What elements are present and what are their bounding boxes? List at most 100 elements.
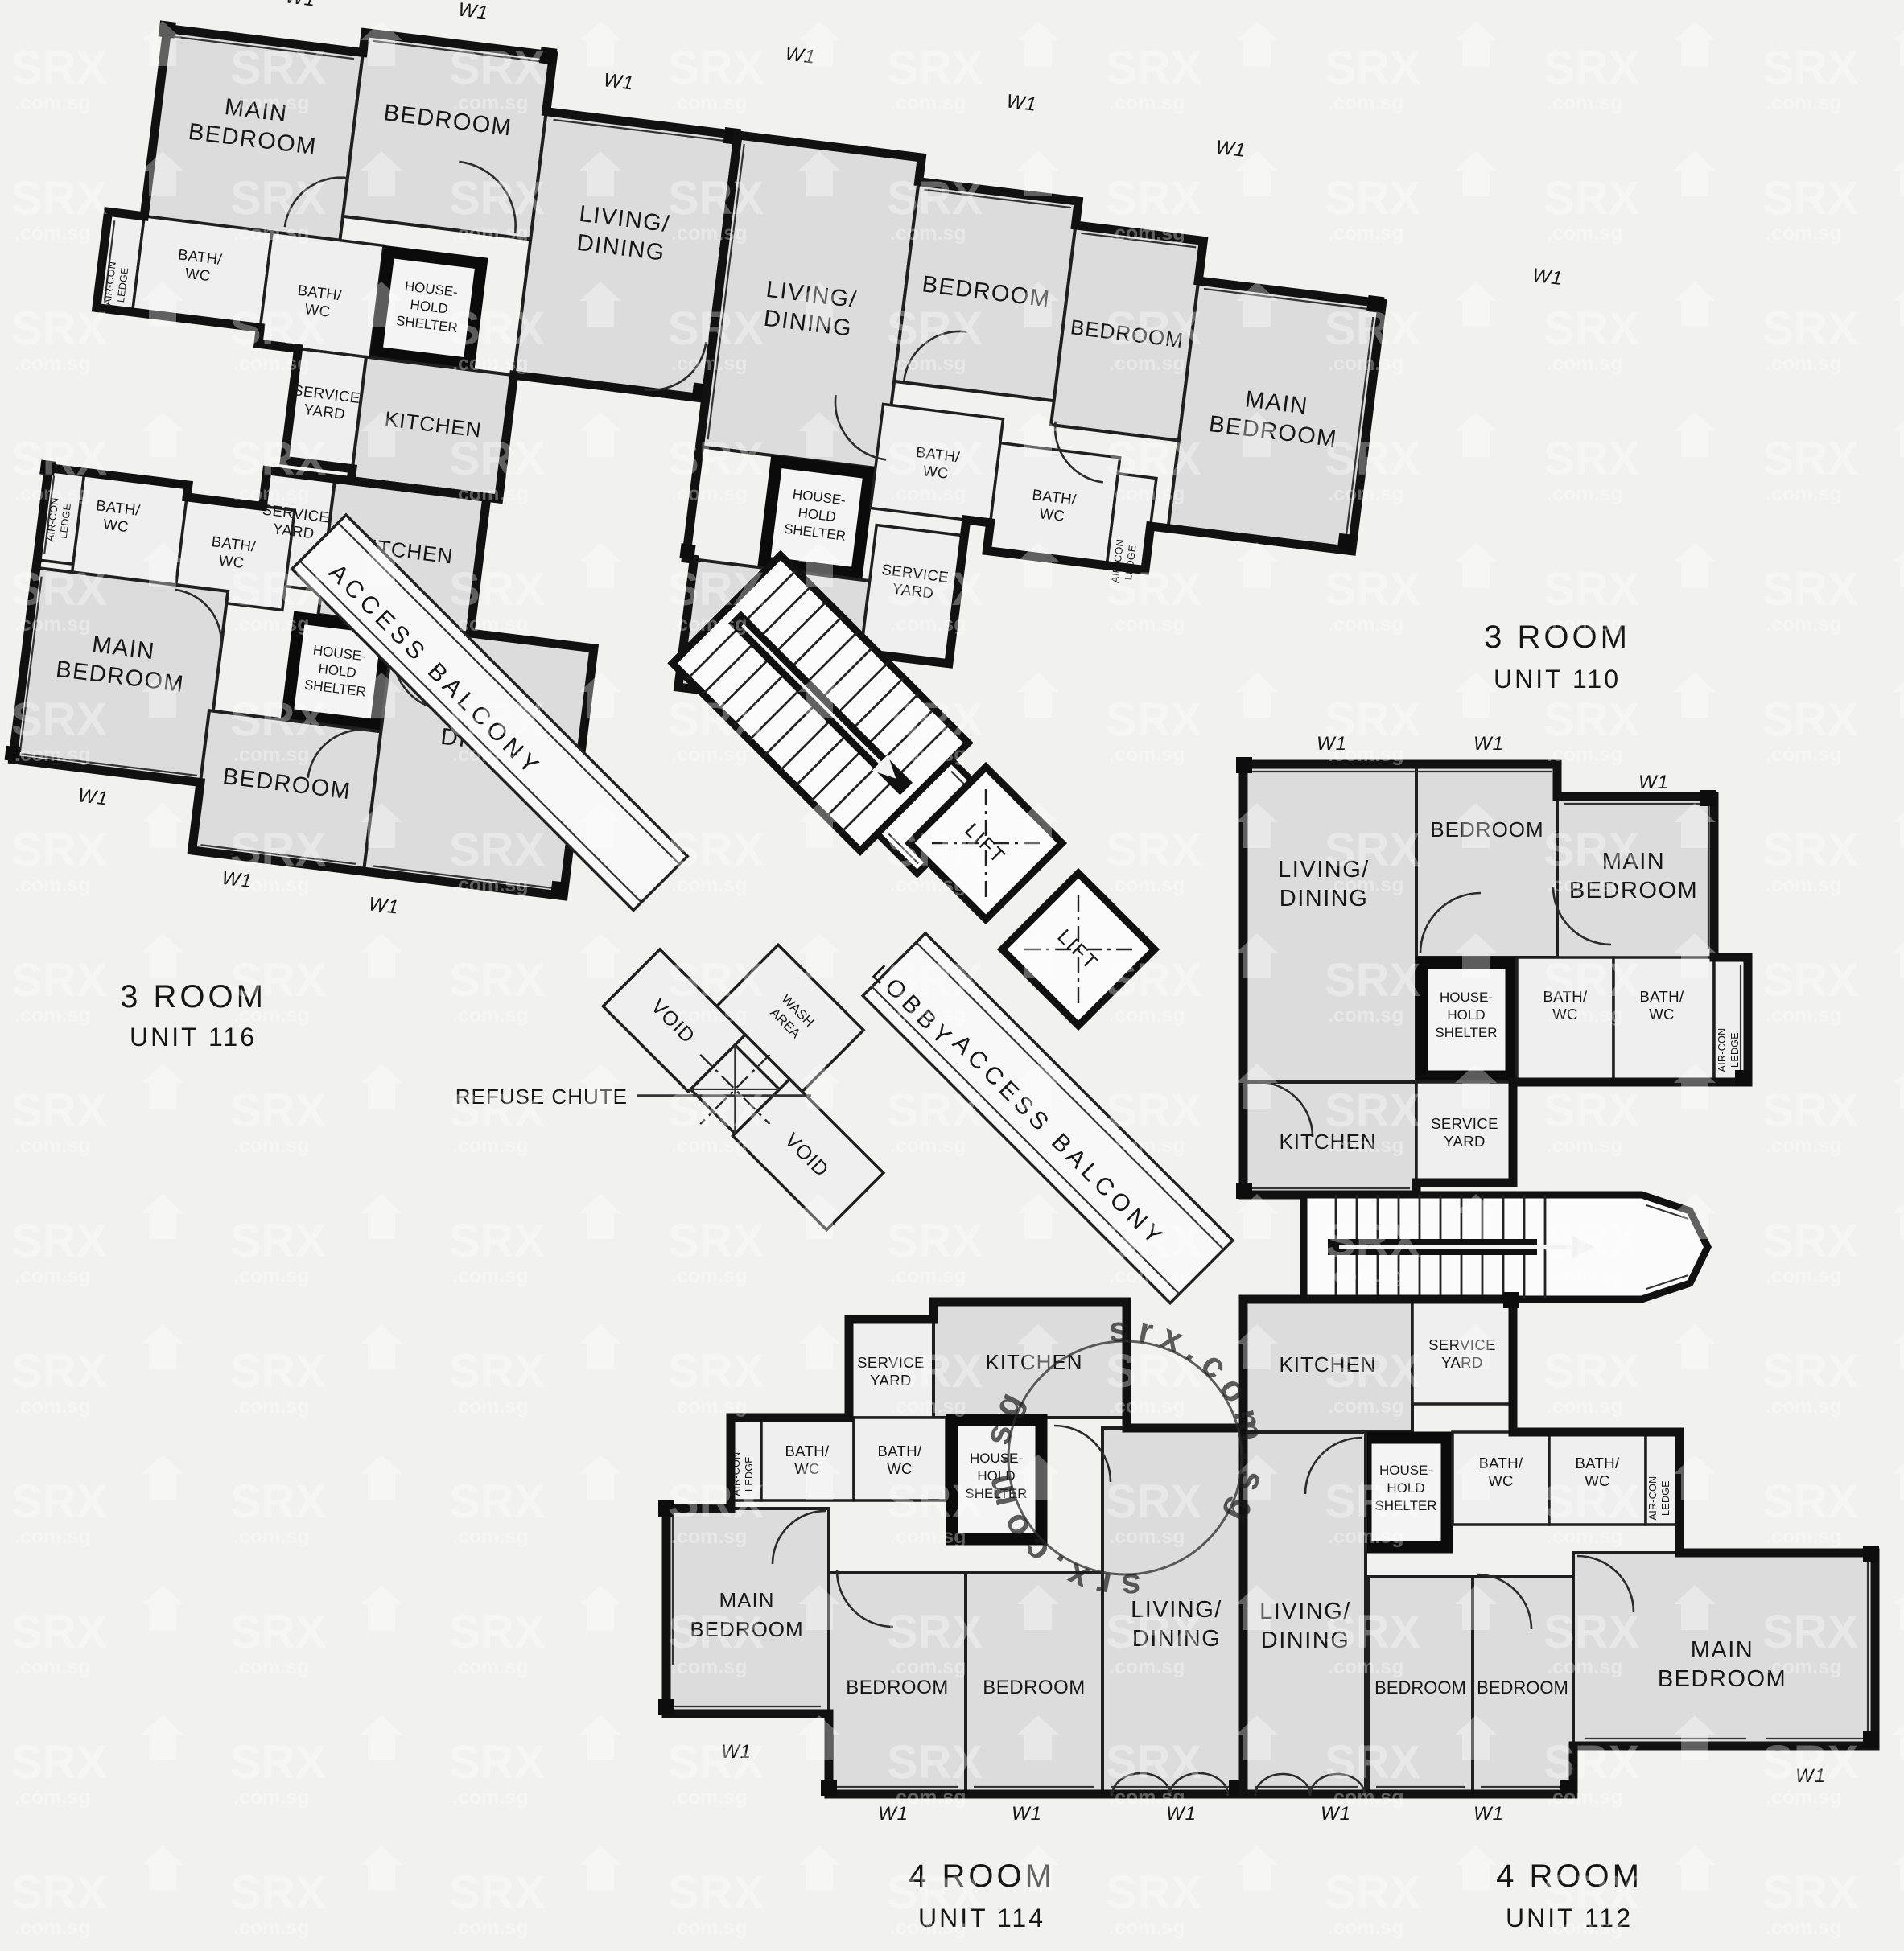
label-w1: W1 xyxy=(1214,137,1247,162)
label-wc: WC xyxy=(102,516,130,536)
label-aircon: AIR-CON xyxy=(731,1452,742,1496)
stamp-circle xyxy=(1007,1340,1243,1576)
wall-pier xyxy=(1236,757,1252,773)
wall-pier xyxy=(4,745,21,762)
label-kitchen: KITCHEN xyxy=(1279,1130,1376,1154)
label-wc: WC xyxy=(184,265,212,285)
label-household: SHELTER xyxy=(1374,1498,1436,1513)
label-dining: DINING xyxy=(1280,886,1369,912)
label-w1: W1 xyxy=(1795,1765,1826,1787)
label-bath: BATH/ xyxy=(877,1443,922,1459)
wall-pier xyxy=(550,880,569,899)
label-household: SHELTER xyxy=(1435,1025,1497,1040)
label-yard: YARD xyxy=(870,1372,912,1389)
label-bedroom: BEDROOM xyxy=(1430,817,1543,842)
label-main-bedroom: BEDROOM xyxy=(1569,878,1698,903)
label-w1: W1 xyxy=(367,893,400,918)
label-kitchen: KITCHEN xyxy=(1279,1352,1376,1377)
label-w1: W1 xyxy=(1473,733,1504,755)
label-wc: WC xyxy=(1585,1472,1610,1489)
label-unit-110-type: 3 ROOM xyxy=(1484,619,1630,655)
wall-pier xyxy=(1863,1546,1879,1562)
label-w1: W1 xyxy=(602,69,635,94)
label-unit-116-type: 3 ROOM xyxy=(120,979,266,1015)
label-service: SERVICE xyxy=(1431,1115,1498,1132)
label-wc: WC xyxy=(794,1460,820,1477)
room-bedroom xyxy=(340,31,555,241)
label-bath: BATH/ xyxy=(1575,1455,1620,1471)
label-main-bedroom: MAIN xyxy=(1602,849,1666,875)
label-w1: W1 xyxy=(457,0,490,24)
label-wc: WC xyxy=(304,300,332,320)
label-service: SERVICE xyxy=(857,1354,925,1371)
label-wc: WC xyxy=(1488,1472,1514,1489)
label-unit-112-type: 4 ROOM xyxy=(1496,1858,1642,1894)
label-main-bedroom: BEDROOM xyxy=(1658,1666,1787,1692)
label-household: HOLD xyxy=(1387,1480,1424,1496)
label-w1: W1 xyxy=(1473,1803,1504,1825)
label-wc: WC xyxy=(218,551,245,571)
staircase-right xyxy=(1300,1191,1712,1303)
room-bedroom xyxy=(1415,763,1559,959)
wall-pier xyxy=(658,1500,674,1517)
label-unit-114-no: UNIT 114 xyxy=(918,1904,1045,1932)
label-unit-116-no: UNIT 116 xyxy=(130,1023,257,1052)
label-service: SERVICE xyxy=(1428,1336,1496,1353)
label-w1: W1 xyxy=(784,43,817,68)
wall-pier xyxy=(1735,1070,1751,1086)
label-w1: W1 xyxy=(1012,1803,1042,1825)
label-ledge: LEDGE xyxy=(1660,1480,1671,1516)
label-main-bedroom: MAIN xyxy=(719,1588,775,1612)
label-kitchen: KITCHEN xyxy=(985,1350,1082,1374)
label-refuse-chute: REFUSE CHUTE xyxy=(455,1085,628,1109)
label-w1: W1 xyxy=(1321,1803,1351,1825)
wall-pier xyxy=(1863,1731,1879,1747)
wall-pier xyxy=(658,1699,674,1715)
label-aircon: AIR-CON xyxy=(1647,1476,1659,1521)
label-household: HOUSE- xyxy=(1379,1463,1432,1478)
label-bedroom: BEDROOM xyxy=(846,1677,949,1698)
wall-pier xyxy=(1337,533,1356,551)
wall-pier xyxy=(679,543,696,560)
label-bath: BATH/ xyxy=(1478,1455,1523,1471)
wall-pier xyxy=(1560,1780,1576,1796)
label-wc: WC xyxy=(1038,504,1065,525)
wall-pier xyxy=(539,47,558,65)
label-bath: BATH/ xyxy=(1543,988,1588,1005)
label-w1: W1 xyxy=(1638,772,1669,793)
label-ledge: LEDGE xyxy=(744,1456,755,1492)
label-main-bedroom: MAIN xyxy=(1691,1637,1754,1663)
label-main-bedroom: BEDROOM xyxy=(690,1617,803,1641)
label-w1: W1 xyxy=(1531,265,1564,290)
label-w1: W1 xyxy=(76,784,109,809)
label-living: LIVING/ xyxy=(1131,1597,1222,1623)
label-bedroom: BEDROOM xyxy=(1374,1677,1466,1698)
wall-pier xyxy=(821,1780,837,1796)
label-wc: WC xyxy=(922,462,950,482)
label-w1: W1 xyxy=(878,1803,909,1825)
label-yard: YARD xyxy=(1444,1133,1486,1150)
label-w1: W1 xyxy=(1005,90,1038,115)
label-w1: W1 xyxy=(721,1741,752,1763)
label-wc: WC xyxy=(1552,1006,1578,1023)
label-bath: BATH/ xyxy=(1639,988,1684,1005)
wall-pier xyxy=(1503,1292,1519,1308)
label-wc: WC xyxy=(887,1460,913,1477)
label-unit-112-no: UNIT 112 xyxy=(1506,1904,1633,1932)
label-living: LIVING/ xyxy=(1259,1599,1351,1624)
wall-pier xyxy=(1236,1183,1252,1199)
label-living: LIVING/ xyxy=(1278,857,1370,883)
label-unit-114-type: 4 ROOM xyxy=(909,1858,1055,1894)
room-bath-wc xyxy=(70,471,190,587)
wall-pier xyxy=(39,459,56,476)
label-household: HOLD xyxy=(1447,1007,1485,1023)
room-living-dining xyxy=(1242,763,1418,1084)
label-w1: W1 xyxy=(220,867,253,892)
label-dining: DINING xyxy=(1261,1628,1350,1653)
label-dining: DINING xyxy=(1132,1626,1222,1652)
label-ledge: LEDGE xyxy=(1729,1032,1741,1068)
label-wc: WC xyxy=(1649,1006,1675,1023)
label-bedroom: BEDROOM xyxy=(983,1677,1086,1698)
